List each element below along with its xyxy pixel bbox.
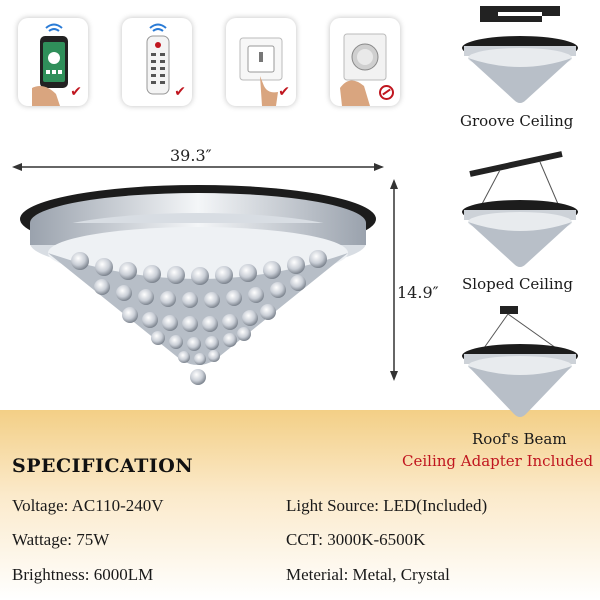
spec-brightness: Brightness: 6000LM bbox=[12, 565, 154, 584]
wall-switch-icon bbox=[239, 37, 283, 106]
remote-control-icon bbox=[146, 23, 170, 95]
dimmer-knob-icon bbox=[340, 33, 387, 106]
smartphone-app-icon bbox=[32, 23, 68, 106]
specification-title: SPECIFICATION bbox=[12, 455, 194, 477]
specification-background bbox=[0, 410, 600, 600]
spec-voltage: Voltage: AC110-240V bbox=[12, 496, 164, 515]
roofs-beam-image bbox=[462, 306, 578, 417]
supported-check-icon: ✔ bbox=[278, 84, 290, 100]
supported-check-icon: ✔ bbox=[174, 84, 186, 100]
wall-switch-tile: ✔ bbox=[226, 18, 296, 106]
sloped-ceiling-label: Sloped Ceiling bbox=[462, 275, 573, 293]
sloped-ceiling-image bbox=[462, 151, 578, 267]
groove-ceiling-image bbox=[462, 6, 578, 103]
height-dimension-label: 14.9″ bbox=[396, 283, 440, 302]
ceiling-adapter-note: Ceiling Adapter Included bbox=[402, 452, 594, 470]
chandelier-main-image bbox=[12, 163, 398, 385]
roofs-beam-label: Roof's Beam bbox=[472, 430, 567, 448]
spec-cct: CCT: 3000K-6500K bbox=[286, 530, 426, 549]
groove-ceiling-label: Groove Ceiling bbox=[460, 112, 574, 130]
spec-material: Meterial: Metal, Crystal bbox=[286, 565, 450, 584]
not-supported-icon bbox=[379, 85, 394, 100]
spec-light-source: Light Source: LED(Included) bbox=[286, 496, 488, 515]
width-dimension-label: 39.3″ bbox=[170, 146, 212, 165]
spec-wattage: Wattage: 75W bbox=[12, 530, 110, 549]
supported-check-icon: ✔ bbox=[70, 84, 82, 100]
dimmer-switch-tile bbox=[330, 18, 400, 106]
remote-control-tile: ✔ bbox=[122, 18, 192, 106]
app-control-tile: ✔ bbox=[18, 18, 88, 106]
